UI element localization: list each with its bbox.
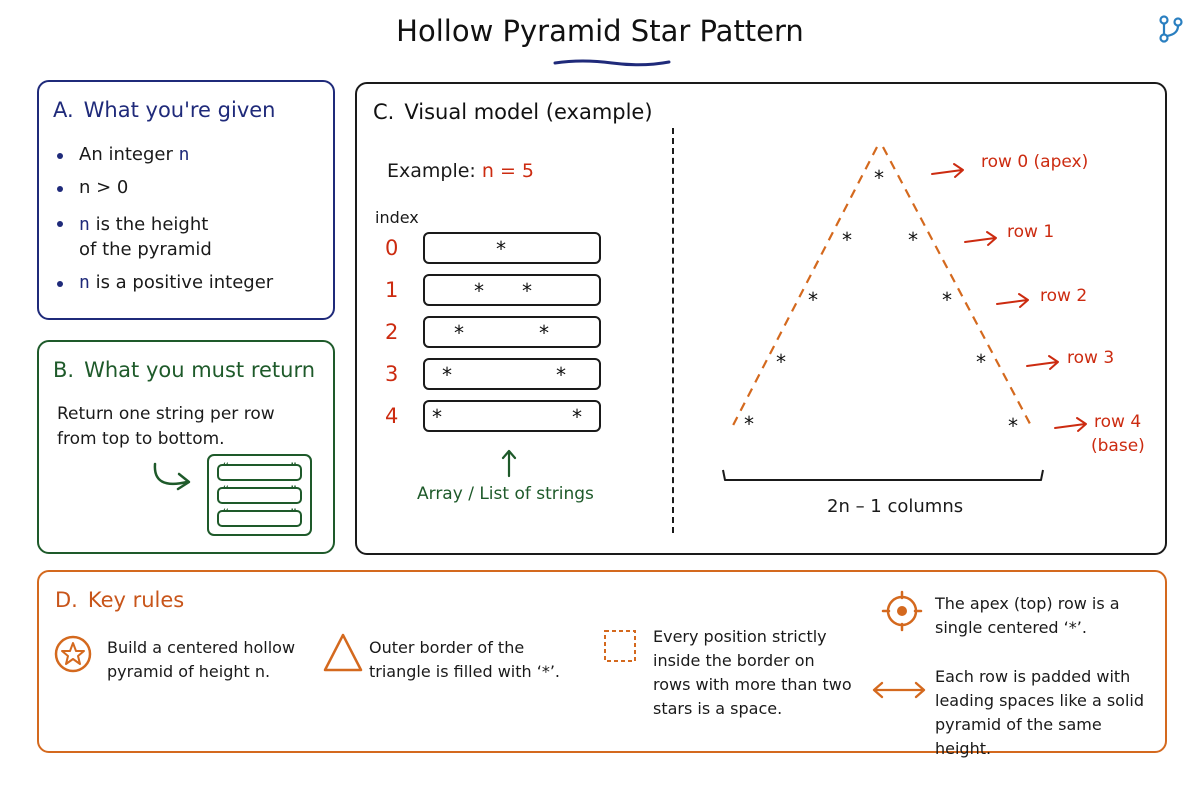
- pyramid-triangle: [729, 146, 1034, 429]
- divider: [672, 128, 674, 533]
- row-string-box: * *: [423, 274, 601, 306]
- panel-return: B.What you must return Return one string…: [37, 340, 335, 554]
- panel-given-title: A.What you're given: [53, 98, 276, 122]
- row-string-box: * *: [423, 400, 601, 432]
- panel-rules-title: D.Key rules: [55, 588, 185, 612]
- star-char: *: [495, 237, 508, 261]
- return-description: Return one string per row from top to bo…: [57, 404, 275, 449]
- rule-leading-spaces: Each row is padded with leading spaces l…: [935, 667, 1145, 758]
- triangle-star: *: [775, 350, 788, 374]
- rule-interior-space: Every position strictly inside the borde…: [653, 627, 852, 718]
- given-item: An integer n: [57, 144, 273, 177]
- star-char: *: [441, 363, 454, 387]
- row-index: 3: [385, 362, 399, 386]
- double-arrow-icon: [872, 681, 926, 699]
- right-arrow-icon: [931, 163, 964, 178]
- triangle-star: *: [743, 412, 756, 436]
- row-string-box: *: [423, 232, 601, 264]
- given-list: An integer n n > 0 n is the height of th…: [57, 144, 273, 302]
- star-circle-icon: [54, 635, 92, 673]
- row-index: 2: [385, 320, 399, 344]
- row-index: 1: [385, 278, 399, 302]
- target-icon: [881, 590, 923, 632]
- row-string-box: * *: [423, 316, 601, 348]
- example-label: Example: n = 5: [387, 160, 535, 182]
- array-icon: “” “” “”: [207, 454, 312, 536]
- star-char: *: [473, 279, 486, 303]
- curved-arrow-icon: [153, 462, 191, 491]
- right-arrow-icon: [996, 293, 1029, 308]
- star-char: *: [555, 363, 568, 387]
- title-underline: [553, 59, 671, 67]
- row-label: row 3: [1067, 348, 1115, 368]
- base-label: (base): [1091, 436, 1145, 456]
- row-label: row 1: [1007, 222, 1055, 242]
- rule-outer-border: Outer border of the triangle is filled w…: [369, 638, 560, 681]
- triangle-star: *: [1007, 414, 1020, 438]
- triangle-star: *: [907, 228, 920, 252]
- panel-key-rules: D.Key rules Build a centered hollow pyra…: [37, 570, 1167, 758]
- panel-return-title: B.What you must return: [53, 358, 316, 382]
- array-item: “”: [217, 507, 302, 527]
- row-string-box: * *: [423, 358, 601, 390]
- given-item: n > 0: [57, 177, 273, 212]
- array-item: “”: [217, 461, 302, 481]
- triangle-star: *: [941, 288, 954, 312]
- right-arrow-icon: [1026, 355, 1059, 370]
- rule-build-pyramid: Build a centered hollow pyramid of heigh…: [107, 638, 296, 681]
- triangle-star: *: [975, 350, 988, 374]
- panel-given: A.What you're given An integer n n > 0 n…: [37, 80, 335, 320]
- given-item: n is the height of the pyramid: [57, 212, 229, 272]
- array-label: Array / List of strings: [417, 484, 594, 504]
- right-arrow-icon: [1054, 417, 1087, 432]
- example-value: n = 5: [481, 160, 535, 182]
- row-index: 4: [385, 404, 399, 428]
- triangle-icon: [323, 633, 363, 672]
- git-branch-icon[interactable]: [1156, 14, 1186, 44]
- array-item: “”: [217, 484, 302, 504]
- star-char: *: [538, 321, 551, 345]
- row-label: row 2: [1040, 286, 1088, 306]
- up-arrow-icon: [501, 449, 517, 478]
- page-title: Hollow Pyramid Star Pattern: [396, 14, 804, 48]
- columns-label: 2n – 1 columns: [827, 496, 964, 517]
- row-label: row 4: [1094, 412, 1142, 432]
- dashed-square-icon: [604, 630, 636, 662]
- row-label: row 0 (apex): [981, 152, 1089, 172]
- given-item: n is a positive integer: [57, 272, 273, 302]
- index-label: index: [375, 208, 419, 227]
- columns-bracket: [722, 469, 1044, 481]
- triangle-star: *: [807, 288, 820, 312]
- star-char: *: [453, 321, 466, 345]
- row-index: 0: [385, 236, 399, 260]
- right-arrow-icon: [964, 231, 997, 246]
- star-char: *: [521, 279, 534, 303]
- panel-visual-title: C.Visual model (example): [373, 100, 653, 124]
- rule-apex-row: The apex (top) row is a single centered …: [935, 594, 1120, 637]
- star-char: *: [431, 405, 444, 429]
- star-char: *: [571, 405, 584, 429]
- triangle-star: *: [873, 166, 886, 190]
- panel-visual-model: C.Visual model (example) Example: n = 5 …: [355, 82, 1167, 555]
- triangle-star: *: [841, 228, 854, 252]
